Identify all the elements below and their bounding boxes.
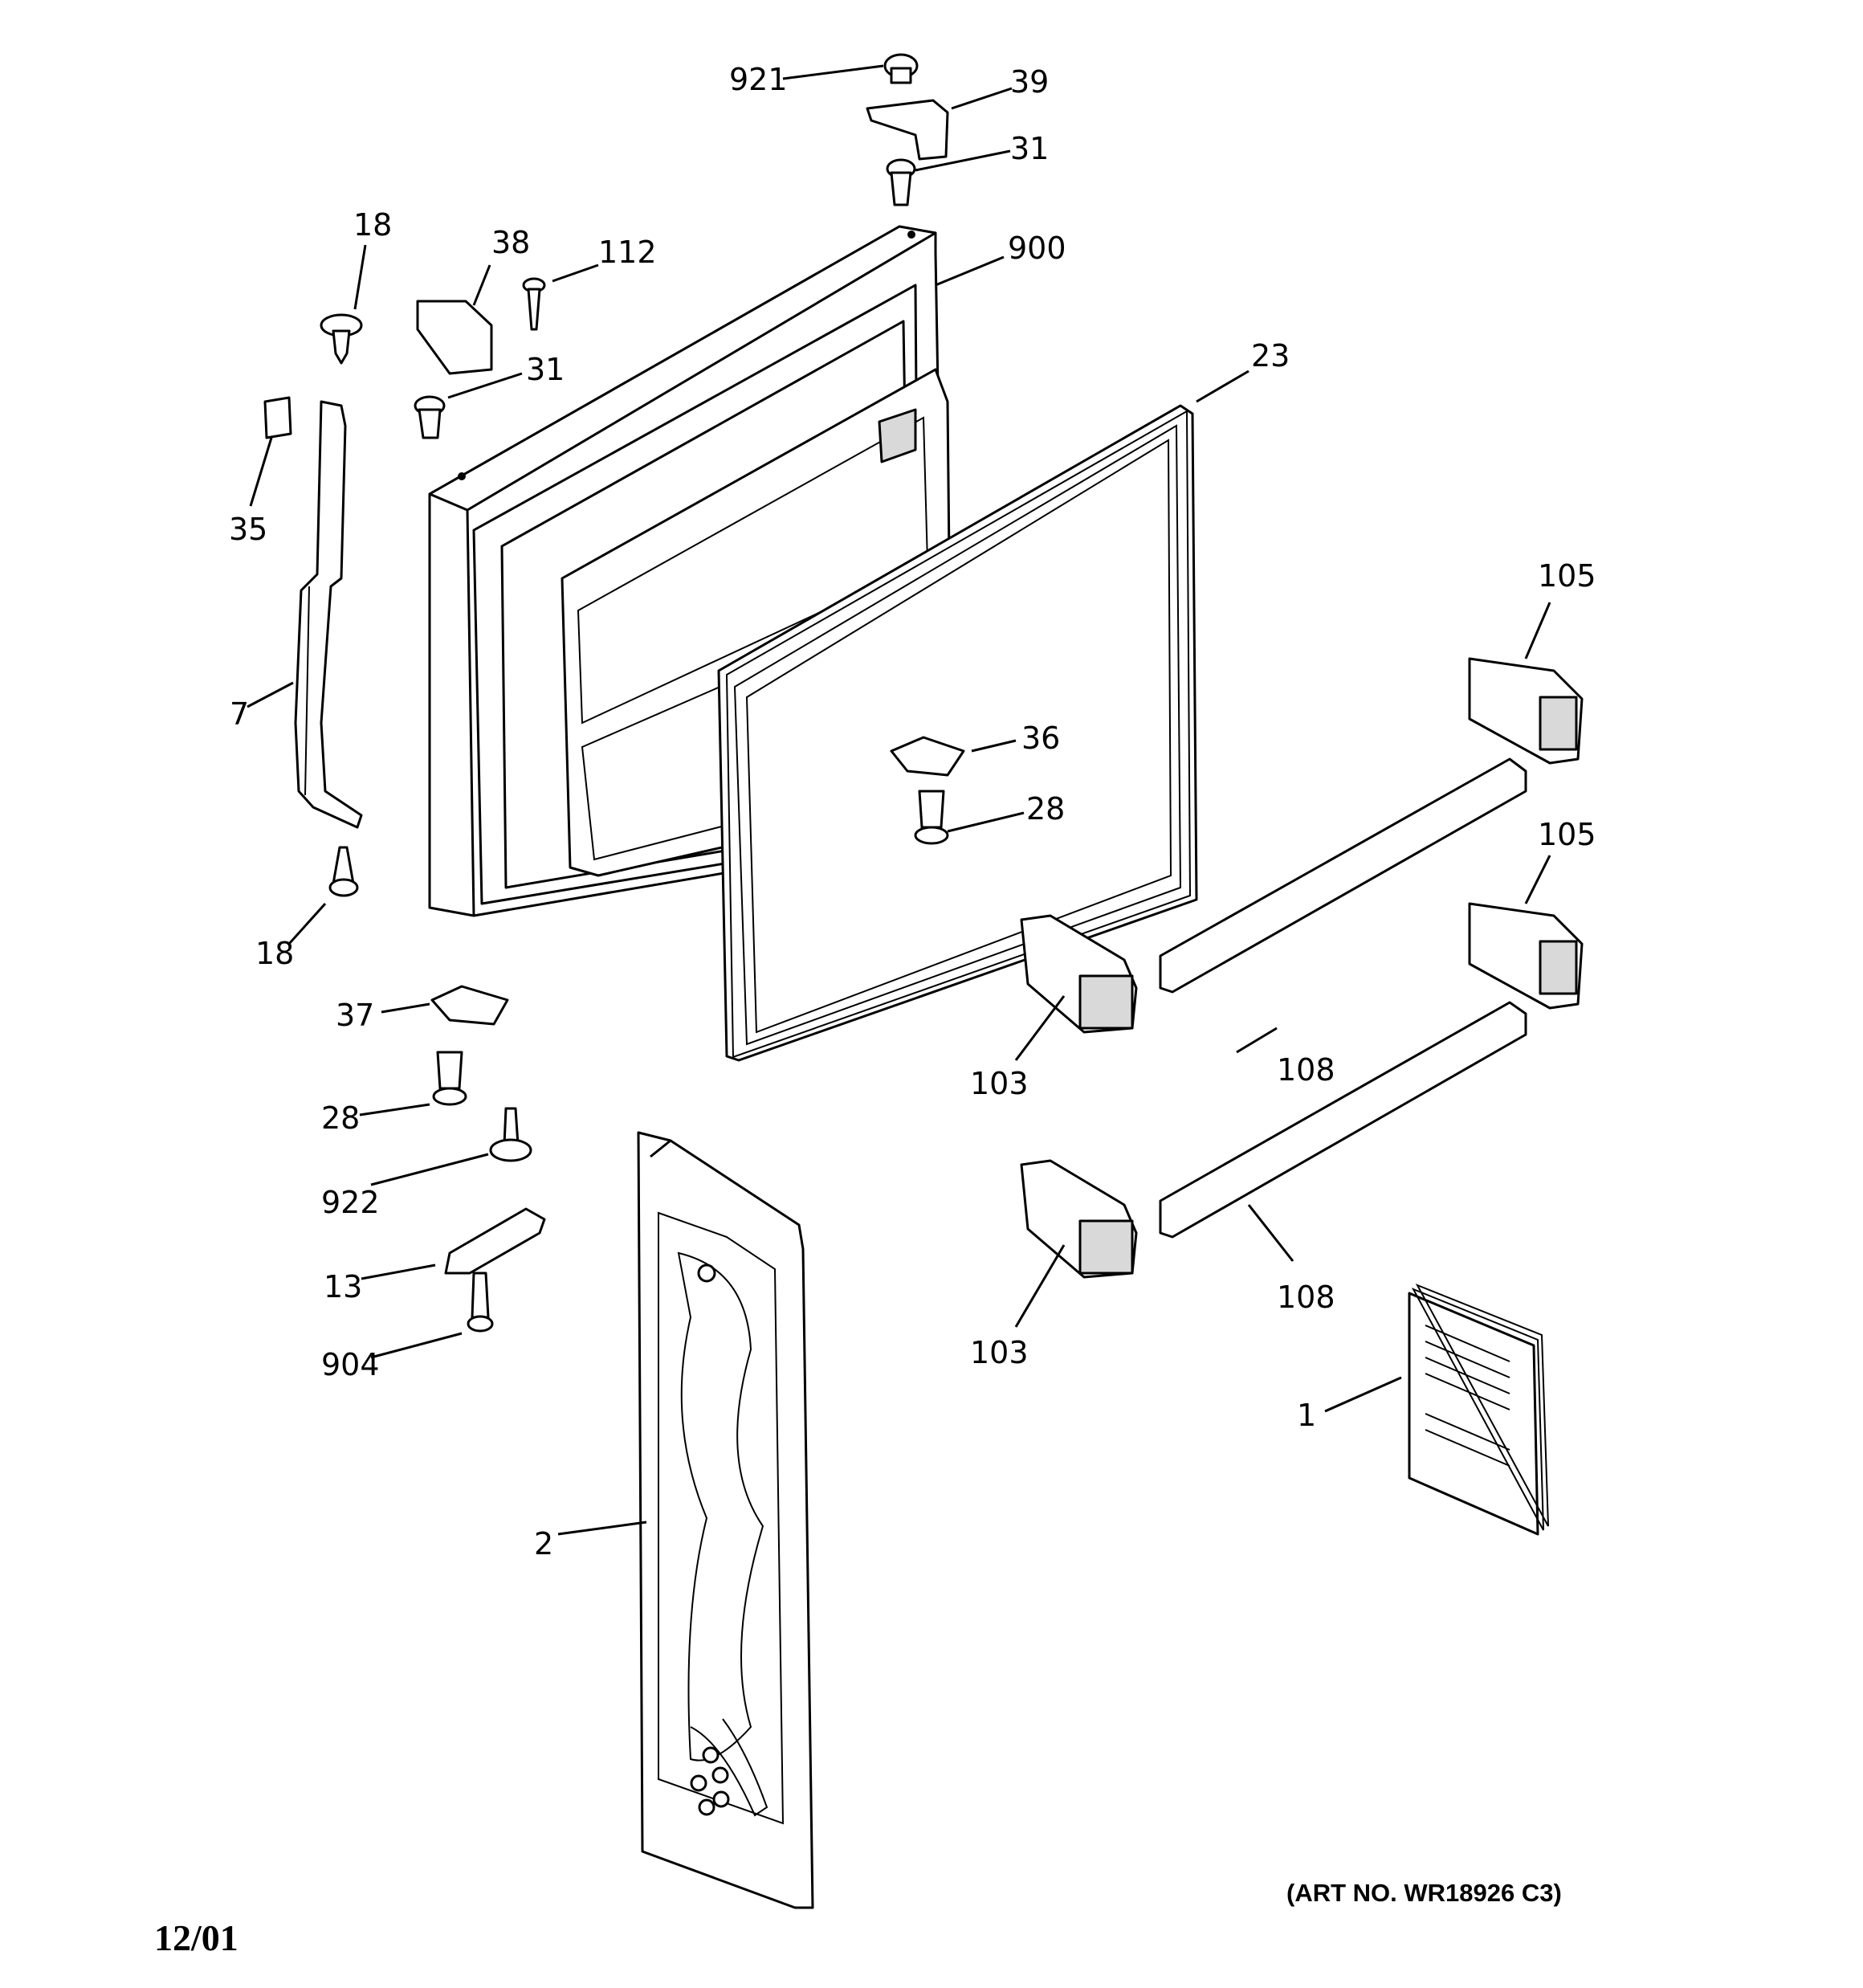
part-103-end-cap-upper: [1020, 914, 1138, 1034]
callout-39: 39: [1010, 64, 1049, 100]
callout-31-mid: 31: [526, 352, 565, 387]
part-39-top-hinge: [866, 99, 949, 161]
callout-7: 7: [230, 696, 249, 732]
callout-112: 112: [598, 235, 657, 270]
callout-105-upper: 105: [1538, 558, 1596, 594]
callout-108-lower: 108: [1277, 1280, 1335, 1315]
part-904-screw: [467, 1272, 494, 1333]
art-number: (ART NO. WR18926 C3): [1286, 1879, 1562, 1907]
callout-37: 37: [336, 998, 374, 1033]
part-105-end-cap-upper: [1468, 657, 1584, 765]
part-38-bracket: [416, 300, 493, 375]
callout-31-top: 31: [1010, 131, 1049, 166]
callout-103-upper: 103: [970, 1066, 1029, 1101]
callout-900: 900: [1008, 231, 1066, 266]
date-code: 12/01: [154, 1917, 238, 1958]
callout-108-upper: 108: [1277, 1052, 1335, 1088]
part-108-rail-upper: [1159, 757, 1527, 994]
part-36-hinge-plate: [890, 736, 965, 777]
part-105-end-cap-lower: [1468, 902, 1584, 1010]
callout-13: 13: [324, 1269, 362, 1304]
part-37-hinge-plate: [430, 985, 509, 1026]
callout-2: 2: [534, 1526, 553, 1561]
part-18-plug-top: [320, 313, 363, 365]
part-18-screw-bottom: [328, 846, 359, 897]
part-112-screw: [522, 277, 546, 331]
callout-1: 1: [1297, 1398, 1316, 1433]
part-108-rail-lower: [1159, 1001, 1527, 1239]
part-103-end-cap-lower: [1020, 1159, 1138, 1279]
part-28-stop-mid: [914, 790, 949, 845]
callout-28-low: 28: [321, 1100, 360, 1136]
callout-921: 921: [729, 62, 788, 97]
part-7-handle: [294, 400, 363, 829]
leader-lines: [247, 64, 1551, 1536]
callout-18-bottom: 18: [255, 936, 294, 971]
part-28-stop-low: [432, 1051, 467, 1106]
callout-922: 922: [321, 1185, 380, 1220]
callout-904: 904: [321, 1347, 380, 1382]
part-1-manual: [1408, 1284, 1549, 1536]
part-35-label-clip: [263, 396, 292, 439]
part-922-screw-washer: [489, 1107, 532, 1162]
callout-labels: 921 39 31 900 18 38 112 31 23 35 105 7 3…: [229, 62, 1596, 1561]
callout-18-top: 18: [353, 207, 392, 243]
callout-28-mid: 28: [1026, 791, 1065, 827]
part-13-bottom-hinge: [444, 1207, 546, 1275]
callout-35: 35: [229, 512, 267, 547]
part-921-cap: [883, 53, 919, 84]
callout-103-lower: 103: [970, 1335, 1029, 1370]
part-23-gasket: [717, 404, 1198, 1062]
part-31-bushing-mid: [414, 395, 446, 439]
callout-23: 23: [1251, 338, 1290, 374]
callout-38: 38: [491, 225, 530, 260]
part-31-bushing-top: [886, 158, 916, 206]
part-2-door-panel: [637, 1131, 814, 1909]
callout-36: 36: [1021, 720, 1060, 756]
callout-105-lower: 105: [1538, 817, 1596, 852]
